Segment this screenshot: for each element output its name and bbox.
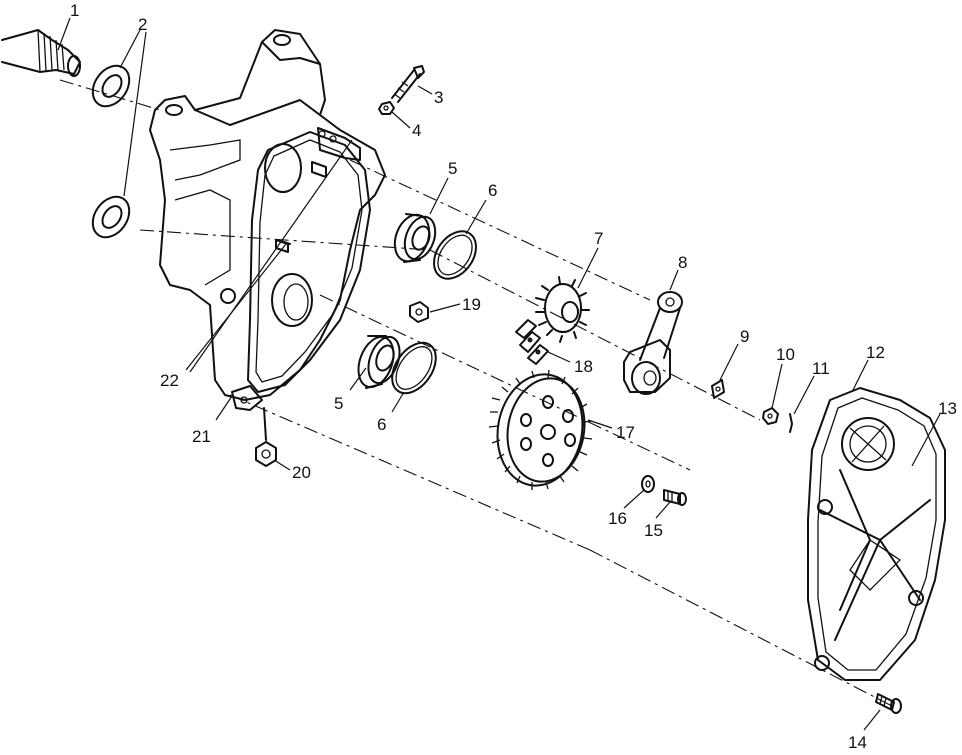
part-1-shaft <box>1 29 81 77</box>
part-22-pin <box>277 239 291 245</box>
part-15-bolt <box>663 489 687 506</box>
part-19-nut <box>409 301 429 323</box>
callout-label: 5 <box>334 394 343 413</box>
part-4-nut <box>378 101 395 115</box>
callout-label: 16 <box>608 509 627 528</box>
callout-label: 5 <box>448 159 457 178</box>
callout-label: 9 <box>740 327 749 346</box>
callout-label: 13 <box>938 399 957 418</box>
part-17-sprocket <box>488 369 593 490</box>
callout-label: 6 <box>377 415 386 434</box>
callout-label: 17 <box>616 423 635 442</box>
part-11-pin <box>789 413 793 433</box>
part-21-chaincase-housing <box>149 29 386 411</box>
callout-label: 12 <box>866 343 885 362</box>
callout-labels: 1 2 3 4 5 6 7 8 9 10 11 12 13 19 18 22 5… <box>70 1 957 752</box>
part-6-o-rings <box>391 230 477 395</box>
part-10-nut <box>762 407 779 425</box>
callout-label: 18 <box>574 357 593 376</box>
part-5-bearings <box>357 213 437 389</box>
part-2-seals <box>91 64 131 239</box>
part-8-tensioner <box>623 291 683 395</box>
leader-lines <box>57 17 941 731</box>
callout-label: 19 <box>462 295 481 314</box>
callout-label: 11 <box>812 359 830 378</box>
callout-label: 20 <box>292 463 311 482</box>
callout-label: 2 <box>138 15 147 34</box>
callout-label: 3 <box>434 88 443 107</box>
callout-label: 15 <box>644 521 663 540</box>
part-18-chain <box>515 319 549 365</box>
part-3-bolt <box>391 65 425 103</box>
callout-label: 10 <box>776 345 795 364</box>
callout-label: 22 <box>160 371 179 390</box>
part-7-sprocket <box>535 276 590 343</box>
part-16-washer <box>641 475 655 493</box>
part-14-bolt <box>875 693 902 714</box>
part-20-nut <box>255 407 277 467</box>
callout-label: 1 <box>70 1 79 20</box>
callout-label: 6 <box>488 181 497 200</box>
callout-label: 14 <box>848 733 867 750</box>
centre-lines <box>59 79 891 706</box>
part-12-13-cover <box>807 387 946 681</box>
callout-label: 21 <box>192 427 211 446</box>
callout-label: 4 <box>412 121 421 140</box>
part-9-washer <box>711 379 725 399</box>
callout-label: 8 <box>678 253 687 272</box>
callout-label: 7 <box>594 229 603 248</box>
